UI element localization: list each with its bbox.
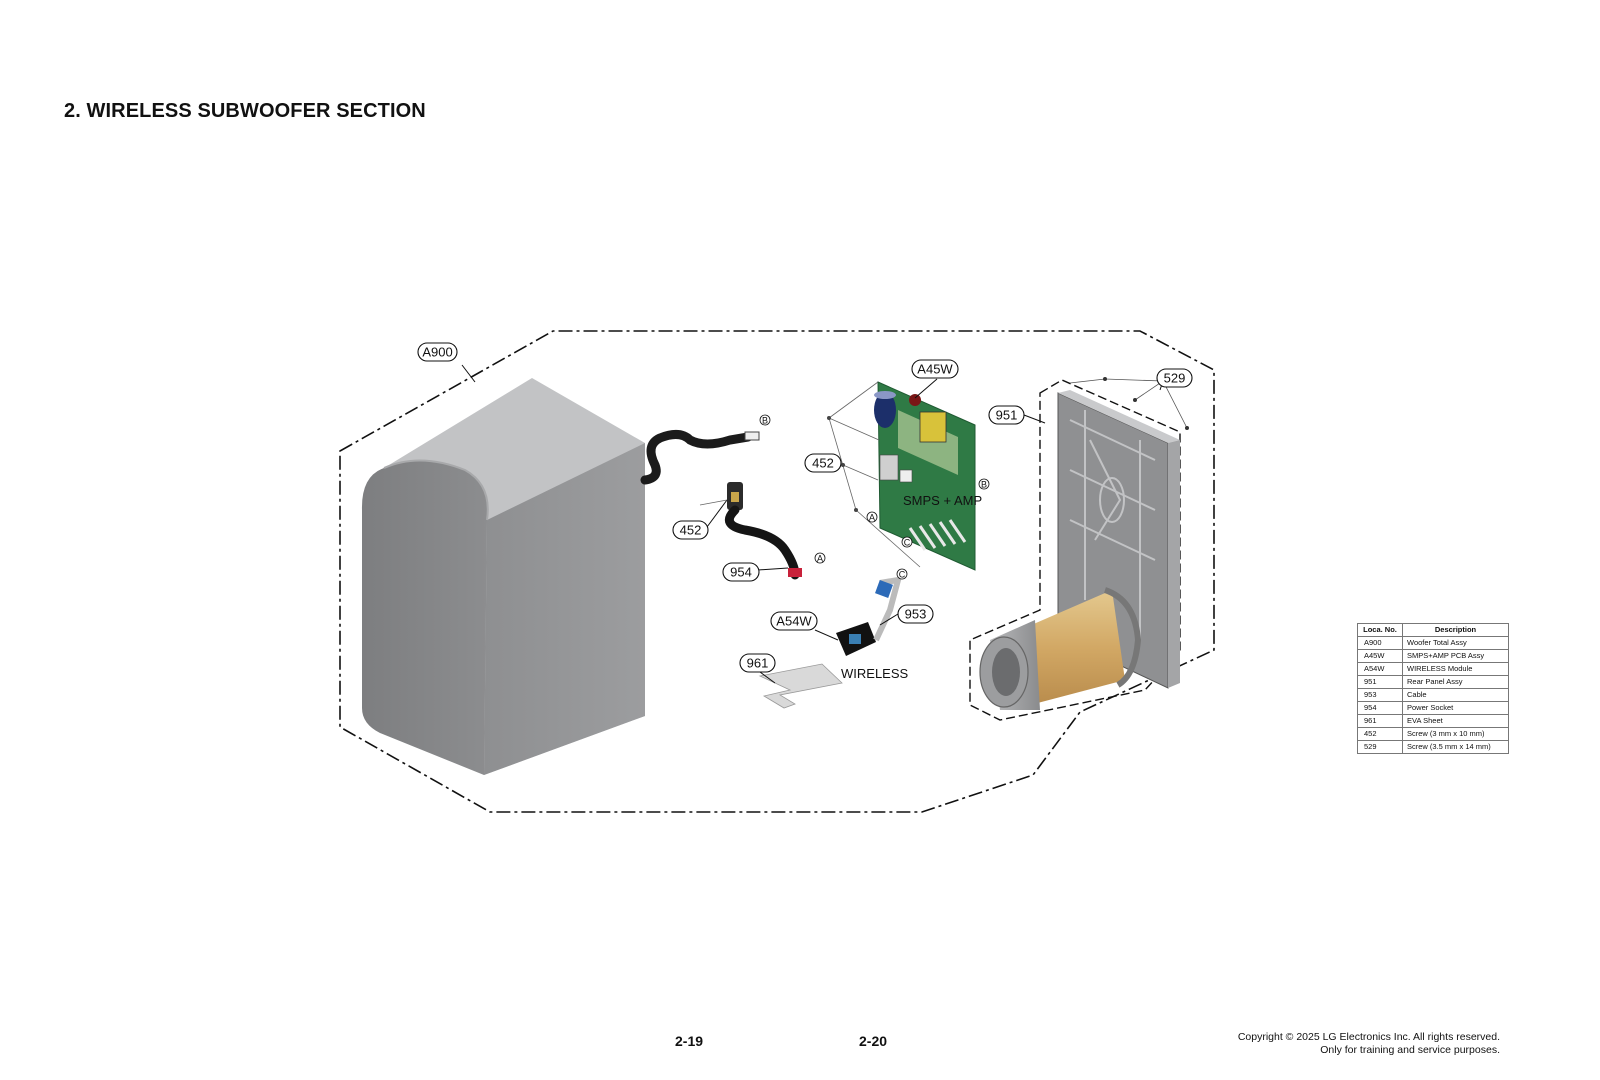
- legend-loc: 529: [1357, 740, 1403, 754]
- legend-loc: A45W: [1357, 649, 1403, 663]
- legend-header-loc: Loca. No.: [1357, 623, 1403, 637]
- svg-text:B: B: [762, 415, 768, 425]
- section-title: 2. WIRELESS SUBWOOFER SECTION: [64, 100, 426, 122]
- legend-desc: Screw (3.5 mm x 14 mm): [1402, 740, 1509, 754]
- callout-a900: A900: [417, 342, 476, 383]
- legend-loc: 452: [1357, 727, 1403, 741]
- connector-marker-b-cable: B: [759, 414, 771, 426]
- wireless-module: [836, 576, 903, 656]
- svg-text:A: A: [869, 512, 875, 522]
- screws-529: [1103, 377, 1189, 430]
- connector-marker-b-pcb: B: [978, 478, 990, 490]
- legend-desc: Cable: [1402, 688, 1509, 702]
- copyright-line-1: Copyright © 2025 LG Electronics Inc. All…: [1237, 1031, 1500, 1043]
- callout-529: 529: [1156, 368, 1193, 391]
- power-socket: [724, 482, 802, 580]
- callout-951: 951: [988, 405, 1046, 425]
- callout-953: 953: [879, 604, 934, 626]
- svg-text:A54W: A54W: [776, 614, 812, 629]
- legend-loc: 961: [1357, 714, 1403, 728]
- copyright-notice: Copyright © 2025 LG Electronics Inc. All…: [1238, 1031, 1500, 1057]
- smps-amp-pcb: [874, 381, 976, 571]
- page-number-right: 2-20: [859, 1033, 888, 1049]
- svg-text:953: 953: [905, 607, 927, 622]
- svg-text:529: 529: [1164, 371, 1186, 386]
- legend-desc: EVA Sheet: [1402, 714, 1509, 728]
- svg-text:B: B: [981, 479, 987, 489]
- eva-sheet: [758, 663, 843, 709]
- legend-loc: 953: [1357, 688, 1403, 702]
- callout-a45w: A45W: [911, 359, 959, 399]
- legend-desc: Rear Panel Assy: [1402, 675, 1509, 689]
- cable-plug: [744, 431, 760, 441]
- legend-desc: Woofer Total Assy: [1402, 636, 1509, 650]
- svg-text:452: 452: [680, 523, 702, 538]
- svg-text:452: 452: [812, 456, 834, 471]
- svg-text:A: A: [817, 553, 823, 563]
- bass-port-tube: [979, 587, 1142, 710]
- copyright-line-2: Only for training and service purposes.: [1320, 1044, 1500, 1056]
- assembly-boundary-outer: [339, 330, 1215, 813]
- legend-loc: 951: [1357, 675, 1403, 689]
- svg-text:C: C: [899, 569, 906, 579]
- page-number-left: 2-19: [675, 1033, 704, 1049]
- svg-text:951: 951: [996, 408, 1018, 423]
- legend-header-desc: Description: [1402, 623, 1509, 637]
- svg-text:961: 961: [747, 656, 769, 671]
- connector-marker-a-pcb: A: [866, 511, 878, 523]
- callout-452-pcb: 452: [804, 453, 842, 473]
- legend-loc: A54W: [1357, 662, 1403, 676]
- legend-desc: Power Socket: [1402, 701, 1509, 715]
- legend-loc: A900: [1357, 636, 1403, 650]
- woofer-cable: [640, 430, 753, 485]
- callout-a54w: A54W: [770, 611, 839, 641]
- connector-marker-c-pcb: C: [901, 536, 913, 548]
- svg-text:C: C: [904, 537, 911, 547]
- svg-text:954: 954: [730, 565, 752, 580]
- wireless-label: WIRELESS: [841, 666, 909, 681]
- woofer-cabinet: [361, 378, 645, 775]
- connector-marker-c-cable: C: [896, 568, 908, 580]
- legend-desc: SMPS+AMP PCB Assy: [1402, 649, 1509, 663]
- legend-loc: 954: [1357, 701, 1403, 715]
- smps-amp-label: SMPS + AMP: [903, 493, 982, 508]
- legend-desc: Screw (3 mm x 10 mm): [1402, 727, 1509, 741]
- callout-954: 954: [722, 562, 789, 582]
- callout-961: 961: [739, 653, 776, 684]
- connector-marker-a-socket: A: [814, 552, 826, 564]
- svg-text:A45W: A45W: [917, 362, 953, 377]
- callout-452-socket: 452: [672, 499, 728, 540]
- svg-text:A900: A900: [422, 345, 452, 360]
- pcb-screws: [827, 416, 858, 512]
- legend-desc: WIRELESS Module: [1402, 662, 1509, 676]
- rear-panel-boundary: [969, 379, 1181, 721]
